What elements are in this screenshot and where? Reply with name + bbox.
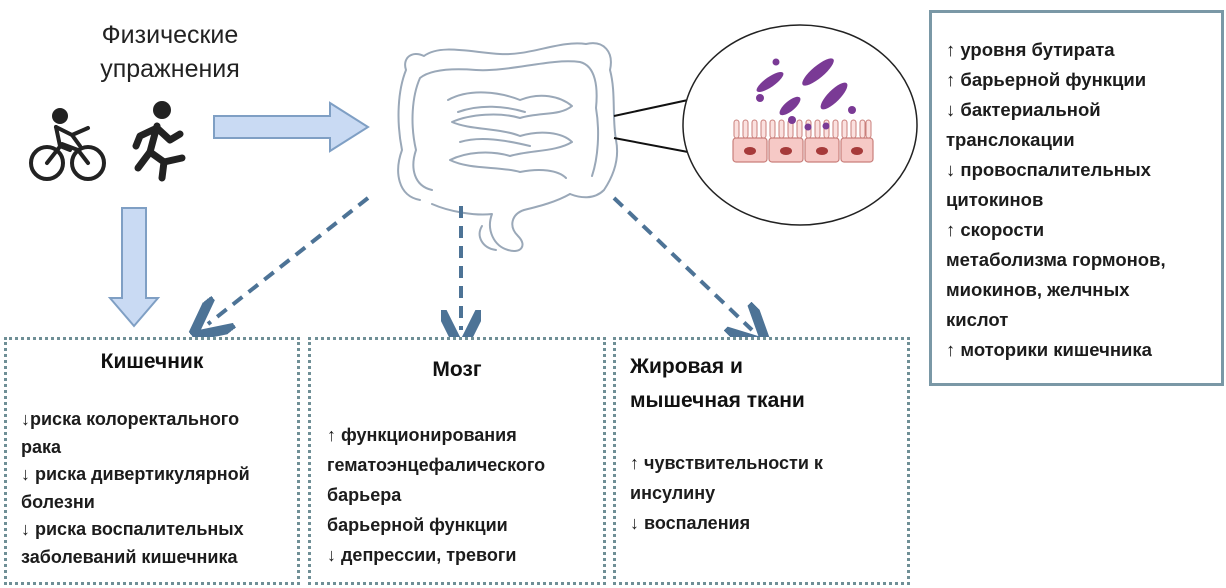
dashed-arrow-intestine	[208, 196, 370, 324]
effects-line: миокинов, желчных	[946, 279, 1130, 300]
runner-icon	[132, 101, 186, 182]
intestine-box-title-line: Кишечник	[100, 350, 204, 373]
intestine-box-line: рака	[21, 436, 62, 457]
tissue-box-title-line: мышечная ткани	[630, 389, 805, 412]
brain-box-line: барьерной функции	[327, 515, 508, 535]
effects-line: метаболизма гормонов,	[946, 249, 1166, 270]
tissue-box-title-line: Жировая и	[630, 355, 743, 378]
tissue-box-list: ↑ чувствительности к инсулину ↓ воспален…	[630, 448, 823, 538]
arrow-to-intestine	[213, 101, 370, 153]
intestine-box-line: ↓риска колоректального	[21, 409, 240, 429]
effects-line: транслокации	[946, 129, 1075, 150]
tissue-box-line: ↑ чувствительности к	[630, 453, 823, 473]
brain-box-title-line: Мозг	[432, 358, 482, 381]
exercise-title-line: Физические	[101, 21, 239, 49]
brain-box-line: барьера	[327, 485, 402, 505]
gut-epithelium-bacteria-icon	[682, 24, 918, 226]
effects-line: ↑ уровня бутирата	[946, 39, 1115, 60]
intestine-box-line: болезни	[21, 491, 95, 512]
tissue-box-line: ↓ воспаления	[630, 513, 751, 533]
intestine-icon	[397, 42, 618, 252]
effects-line: цитокинов	[946, 189, 1044, 210]
brain-box-list: ↑ функционирования гематоэнцефалического…	[327, 420, 545, 570]
cyclist-icon	[29, 108, 106, 181]
effects-list: ↑ уровня бутирата ↑ барьерной функции ↓ …	[946, 35, 1166, 365]
effects-box: ↑ уровня бутирата ↑ барьерной функции ↓ …	[929, 10, 1224, 386]
tissue-box-title: Жировая и мышечная ткани	[630, 350, 805, 418]
effects-line: ↑ моторики кишечника	[946, 339, 1152, 360]
brain-box-title: Мозг	[311, 358, 603, 382]
intestine-box-line: заболеваний кишечника	[21, 546, 238, 567]
effects-line: ↓ бактериальной	[946, 99, 1101, 120]
brain-box-line: гематоэнцефалического	[327, 455, 546, 475]
effects-line: ↑ скорости	[946, 219, 1045, 240]
brain-box: Мозг ↑ функционирования гематоэнцефаличе…	[308, 337, 606, 585]
effects-line: ↓ провоспалительных	[946, 159, 1151, 180]
effects-line: кислот	[946, 309, 1009, 330]
intestine-box-line: ↓ риска воспалительных	[21, 519, 244, 539]
arrow-to-intestine-box	[107, 207, 161, 328]
intestine-box-list: ↓риска колоректального рака ↓ риска диве…	[21, 406, 250, 571]
effects-line: ↑ барьерной функции	[946, 69, 1147, 90]
brain-box-line: ↓ депрессии, тревоги	[327, 545, 517, 565]
intestine-box-title: Кишечник	[7, 350, 297, 374]
tissue-box-line: инсулину	[630, 483, 716, 503]
dashed-arrow-tissue	[612, 196, 752, 330]
intestine-box-line: ↓ риска дивертикулярной	[21, 464, 250, 484]
exercise-title: Физические упражнения	[60, 18, 280, 86]
exercise-title-line: упражнения	[100, 55, 240, 83]
brain-box-line: ↑ функционирования	[327, 425, 517, 445]
intestine-box: Кишечник ↓риска колоректального рака ↓ р…	[4, 337, 300, 585]
tissue-box: Жировая и мышечная ткани ↑ чувствительно…	[613, 337, 910, 585]
